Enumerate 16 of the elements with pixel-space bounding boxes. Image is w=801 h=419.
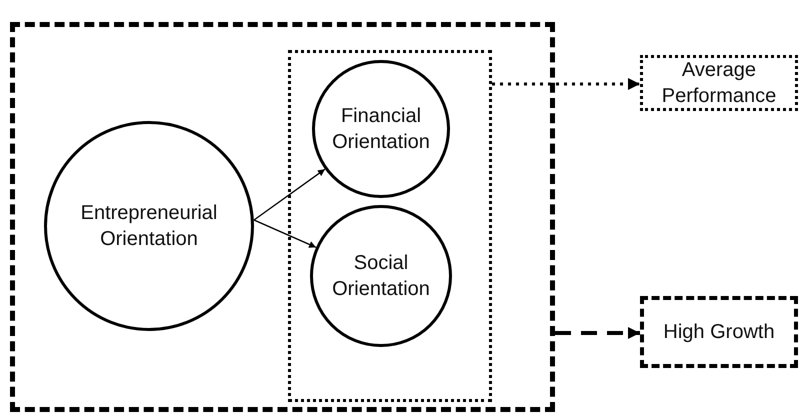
node-label: Entrepreneurial Orientation: [80, 201, 218, 252]
arrow: [492, 78, 640, 90]
dotted-group-box: [288, 50, 492, 402]
orientation-circle: [44, 121, 254, 331]
node-label: Social Orientation: [331, 251, 431, 302]
outcome-box: [640, 55, 798, 111]
node-label: Average Performance: [660, 58, 778, 109]
node-label: High Growth: [663, 320, 775, 345]
orientation-circle: [312, 60, 450, 198]
arrow: [254, 219, 316, 248]
arrow: [254, 168, 326, 221]
outcome-box: [640, 296, 798, 368]
dashed-group-box: [10, 22, 555, 412]
arrow: [555, 327, 640, 339]
orientation-circle: [310, 205, 452, 347]
node-label: Financial Orientation: [331, 104, 431, 155]
